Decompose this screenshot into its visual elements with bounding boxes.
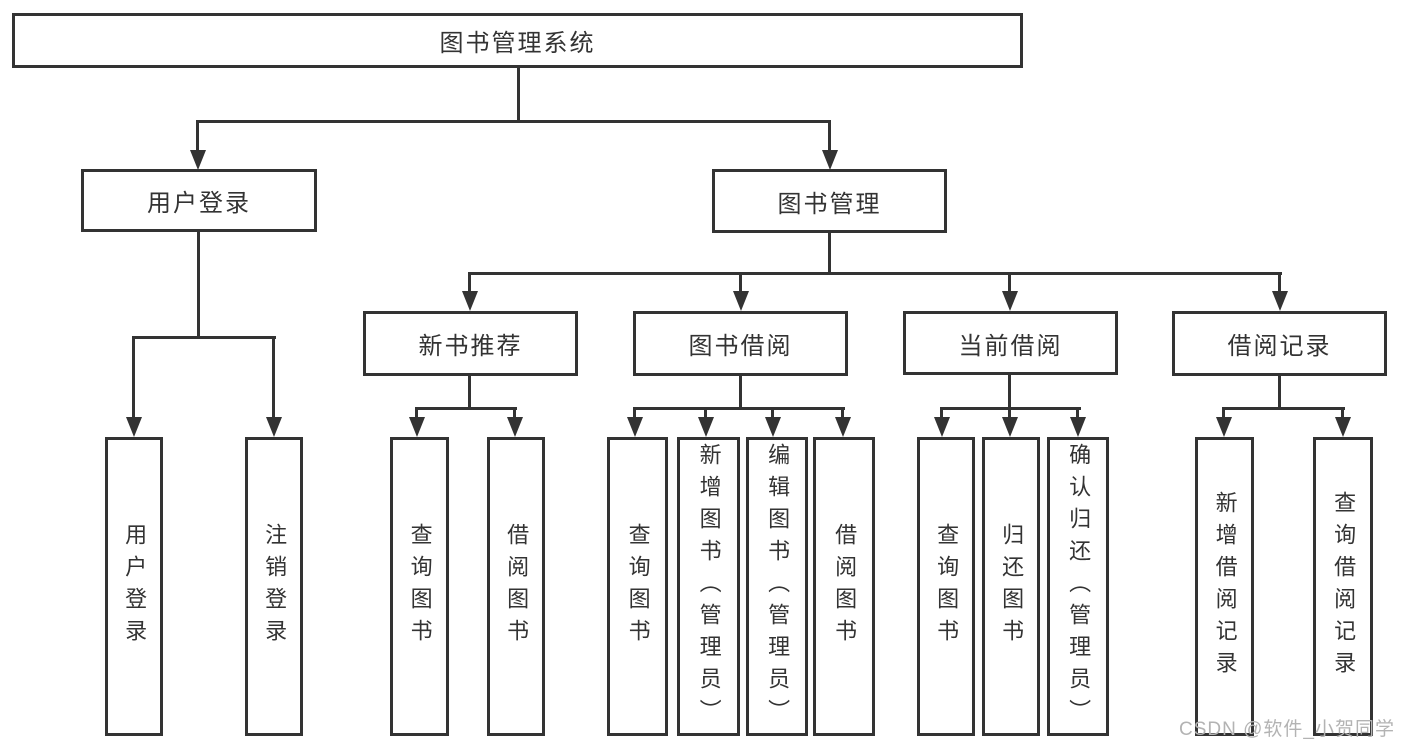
leaf-query-borrow-record: 查询借阅记录 [1313, 437, 1373, 736]
leaf-edit-books-admin: 编辑图书（管理员） [746, 437, 808, 736]
arrowhead [822, 150, 838, 170]
leaf-add-books-admin: 新增图书（管理员） [677, 437, 740, 736]
leaf-user-login: 用户登录 [105, 437, 163, 736]
csdn-watermark: CSDN @软件_小贺同学 [1179, 719, 1395, 740]
leaf-query-books-current: 查询图书 [917, 437, 975, 736]
arrowhead [1272, 291, 1288, 311]
connector-line [1222, 407, 1225, 419]
arrowhead [733, 291, 749, 311]
connector-line [1341, 407, 1344, 419]
leaf-query-books-borrowing: 查询图书 [607, 437, 668, 736]
arrowhead [934, 417, 950, 437]
arrowhead [1070, 417, 1086, 437]
arrowhead [462, 291, 478, 311]
leaf-add-borrow-record: 新增借阅记录 [1195, 437, 1254, 736]
connector-recommend-branch [415, 407, 517, 410]
connector-line [1008, 407, 1011, 419]
node-current-borrowing: 当前借阅 [903, 311, 1118, 375]
node-book-management: 图书管理 [712, 169, 947, 233]
connector-line [132, 336, 135, 419]
connector-records-stem [1278, 374, 1281, 410]
leaf-query-books-recommend: 查询图书 [390, 437, 449, 736]
leaf-borrow-books-recommend: 借阅图书 [487, 437, 545, 736]
leaf-return-books: 归还图书 [982, 437, 1040, 736]
arrowhead [1216, 417, 1232, 437]
arrowhead [1002, 417, 1018, 437]
connector-line [940, 407, 943, 419]
connector-line [415, 407, 418, 419]
connector-line [771, 407, 774, 419]
connector-line [704, 407, 707, 419]
connector-line [513, 407, 516, 419]
arrowhead [409, 417, 425, 437]
connector-borrowing-stem [739, 374, 742, 410]
node-user-login: 用户登录 [81, 169, 317, 232]
leaf-logout: 注销登录 [245, 437, 303, 736]
connector-userlogin-stem [197, 230, 200, 339]
connector-root-branch [196, 120, 831, 123]
connector-line [1076, 407, 1079, 419]
connector-records-branch [1222, 407, 1345, 410]
arrowhead [835, 417, 851, 437]
connector-line [1008, 272, 1011, 293]
connector-current-stem [1008, 373, 1011, 410]
arrowhead [1002, 291, 1018, 311]
node-new-book-recommendation: 新书推荐 [363, 311, 578, 376]
connector-userlogin-branch [132, 336, 276, 339]
arrowhead [698, 417, 714, 437]
connector-line [633, 407, 636, 419]
node-book-borrowing: 图书借阅 [633, 311, 848, 376]
node-borrowing-records: 借阅记录 [1172, 311, 1387, 376]
connector-line [739, 272, 742, 293]
connector-line [828, 120, 831, 151]
connector-line [272, 336, 275, 419]
connector-line [1278, 272, 1281, 293]
connector-recommend-stem [468, 374, 471, 410]
arrowhead [507, 417, 523, 437]
arrowhead [627, 417, 643, 437]
arrowhead [765, 417, 781, 437]
node-root: 图书管理系统 [12, 13, 1023, 68]
connector-line [468, 272, 471, 293]
connector-root-stem [517, 66, 520, 122]
connector-borrowing-branch [633, 407, 845, 410]
connector-line [841, 407, 844, 419]
arrowhead [266, 417, 282, 437]
connector-bookmgmt-stem [828, 231, 831, 275]
arrowhead [1335, 417, 1351, 437]
arrowhead [190, 150, 206, 170]
arrowhead [126, 417, 142, 437]
connector-bookmgmt-branch [468, 272, 1282, 275]
connector-line [196, 120, 199, 151]
leaf-borrow-books: 借阅图书 [813, 437, 875, 736]
leaf-confirm-return-admin: 确认归还（管理员） [1047, 437, 1109, 736]
